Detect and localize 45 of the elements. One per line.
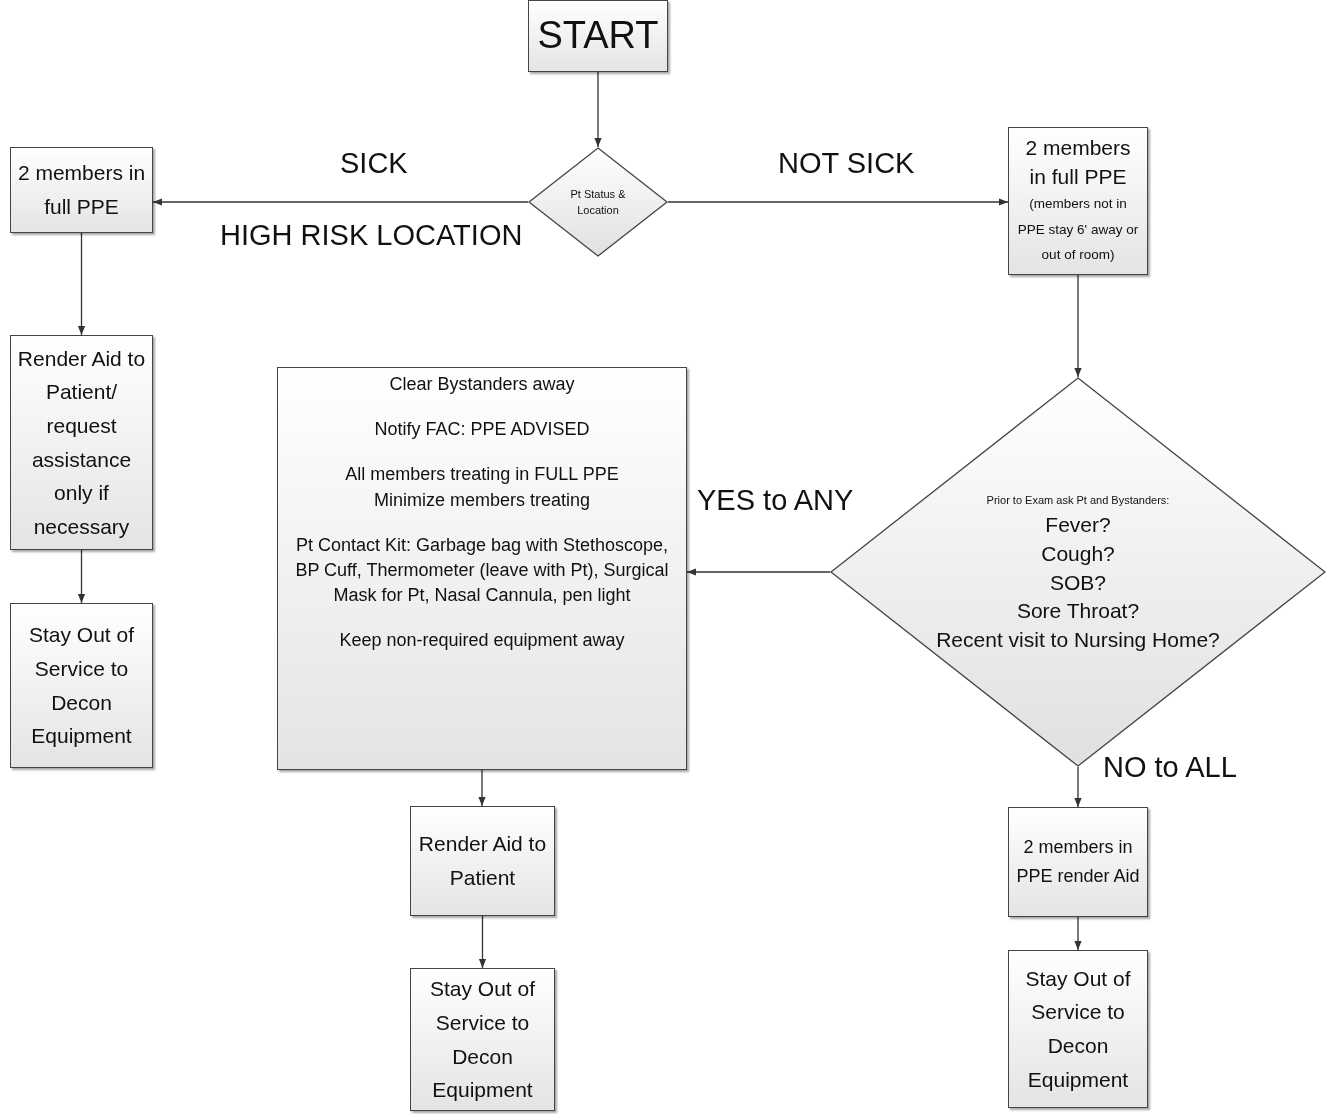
- decision-diamond: [528, 147, 668, 257]
- box-text: Minimize members treating: [373, 488, 591, 512]
- diamond-text: Sore Throat?: [1016, 598, 1140, 625]
- process-box: [1008, 807, 1148, 917]
- process-box: [1008, 950, 1148, 1108]
- arrow: [152, 198, 529, 206]
- diamond-text: Prior to Exam ask Pt and Bystanders:: [986, 492, 1170, 508]
- box-text: Notify FAC: PPE ADVISED: [374, 418, 590, 442]
- arrow: [1074, 766, 1082, 808]
- process-box: [10, 335, 153, 550]
- box-text: Render Aid to Patient: [417, 831, 548, 891]
- box-text: 2 members in full PPE: [1024, 135, 1132, 190]
- arrow: [1074, 274, 1082, 378]
- arrow: [667, 198, 1009, 206]
- process-box: [277, 367, 687, 770]
- box-text: 2 members in full PPE: [17, 160, 146, 220]
- box-text: Stay Out of Service to Decon Equipment: [27, 622, 136, 750]
- box-text: Keep non-required equipment away: [339, 629, 625, 653]
- diamond-text: Recent visit to Nursing Home?: [936, 627, 1220, 654]
- box-text: Pt Contact Kit: Garbage bag with Stethoscope, BP Cuff, Thermometer (leave with Pt), Surgical Mask for Pt, Nasal Cannula, pen light: [294, 533, 670, 608]
- start-box: [528, 0, 668, 72]
- box-text: Stay Out of Service to Decon Equipment: [428, 976, 537, 1104]
- box-text: START: [537, 15, 659, 57]
- process-box: [410, 806, 555, 916]
- arrow: [686, 568, 831, 576]
- box-text: Clear Bystanders away: [389, 373, 575, 396]
- process-box: [10, 603, 153, 768]
- diamond-text: Pt Status & Location: [569, 186, 627, 218]
- process-box: [1008, 127, 1148, 275]
- box-text: All members treating in FULL PPE: [345, 463, 619, 487]
- diamond-text: SOB?: [1050, 569, 1106, 596]
- process-box: [10, 147, 153, 233]
- arrow: [594, 71, 602, 148]
- box-text: (members not in PPE stay 6' away or out of room): [1016, 194, 1140, 265]
- box-text: Render Aid to Patient/ request assistance only if necessary: [17, 345, 146, 540]
- box-text: Stay Out of Service to Decon Equipment: [1024, 965, 1132, 1093]
- arrow: [77, 232, 86, 336]
- diamond-text: Cough?: [1041, 540, 1115, 567]
- box-text: 2 members in PPE render Aid: [1015, 836, 1141, 888]
- arrow: [478, 769, 486, 807]
- process-box: [410, 968, 555, 1111]
- diamond-text: Fever?: [1045, 511, 1111, 538]
- arrow: [478, 915, 487, 969]
- arrow: [1074, 916, 1082, 951]
- arrow: [77, 549, 86, 604]
